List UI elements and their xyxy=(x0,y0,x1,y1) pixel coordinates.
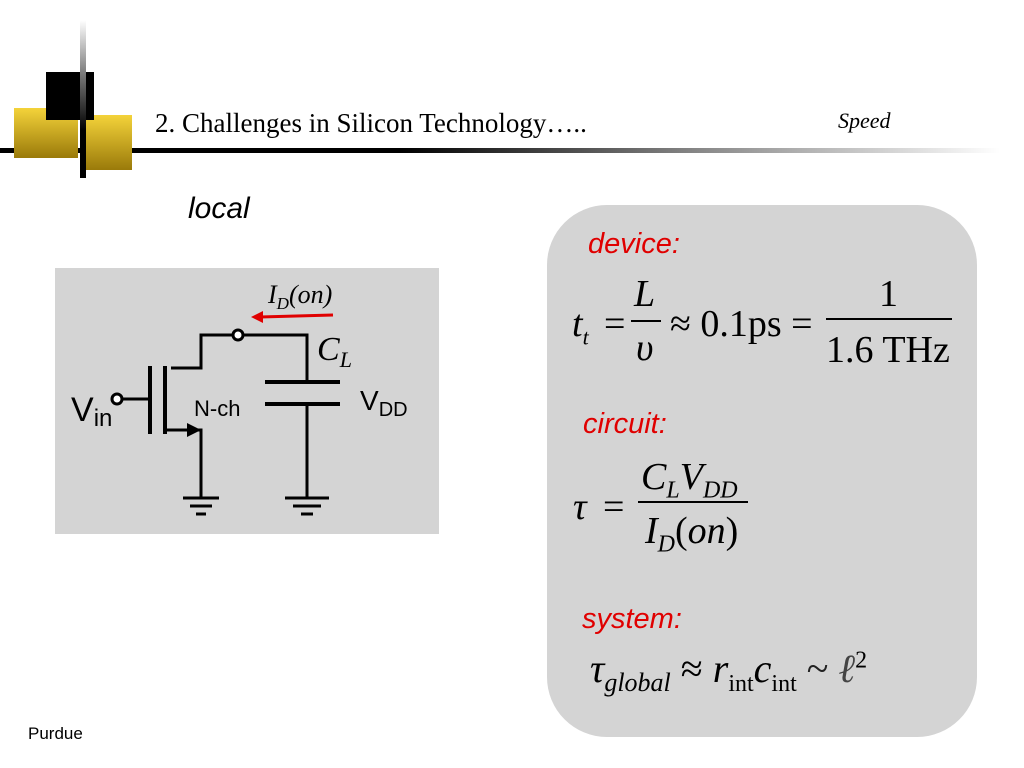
device-den-thz: 1.6 THz xyxy=(826,329,950,371)
nch-label: N-ch xyxy=(194,396,240,421)
device-frac-bar-1 xyxy=(631,320,661,322)
slide-title: 2. Challenges in Silicon Technology….. xyxy=(155,108,587,138)
arrow-left-icon xyxy=(251,311,263,323)
equations-panel xyxy=(547,205,977,737)
circuit-frac-bar xyxy=(638,501,748,503)
circuit-num: CLVDD xyxy=(641,456,738,504)
output-node xyxy=(231,328,245,342)
vertical-bar xyxy=(80,20,86,178)
circuit-diagram: ID(on) CL Vin N-ch VDD xyxy=(71,280,408,516)
device-label: device: xyxy=(588,228,680,260)
vin-label: Vin xyxy=(71,391,112,432)
device-den-v: υ xyxy=(636,327,654,369)
system-equation: τglobal ≈ rintcint ~ ℓ2 xyxy=(590,646,868,697)
circuit-eq: = xyxy=(603,486,625,528)
device-lhs: tt xyxy=(572,303,589,350)
source-wire xyxy=(165,428,203,498)
local-label: local xyxy=(188,192,250,225)
section-label: Speed xyxy=(838,108,891,133)
system-label: system: xyxy=(582,603,682,635)
drain-wire xyxy=(171,333,232,370)
output-wire xyxy=(243,333,309,380)
footer-text: Purdue xyxy=(28,724,83,743)
circuit-den: ID(on) xyxy=(645,510,739,558)
title-underline xyxy=(0,148,1000,153)
device-approx: ≈ 0.1ps = xyxy=(670,303,813,345)
gold-block-right xyxy=(86,115,132,170)
device-eq: = xyxy=(604,303,626,345)
circuit-label: circuit: xyxy=(583,408,667,440)
cl-label: CL xyxy=(317,331,352,372)
vdd-label: VDD xyxy=(360,385,408,421)
device-frac-bar-2 xyxy=(826,318,952,320)
input-node xyxy=(110,392,124,406)
circuit-tau: τ xyxy=(573,486,587,528)
device-num-l: L xyxy=(634,273,656,315)
black-block xyxy=(46,72,94,120)
id-on-label: ID(on) xyxy=(267,280,332,313)
device-num-1: 1 xyxy=(879,273,898,315)
current-arrow xyxy=(259,313,334,319)
source-arrow-icon xyxy=(187,423,201,437)
